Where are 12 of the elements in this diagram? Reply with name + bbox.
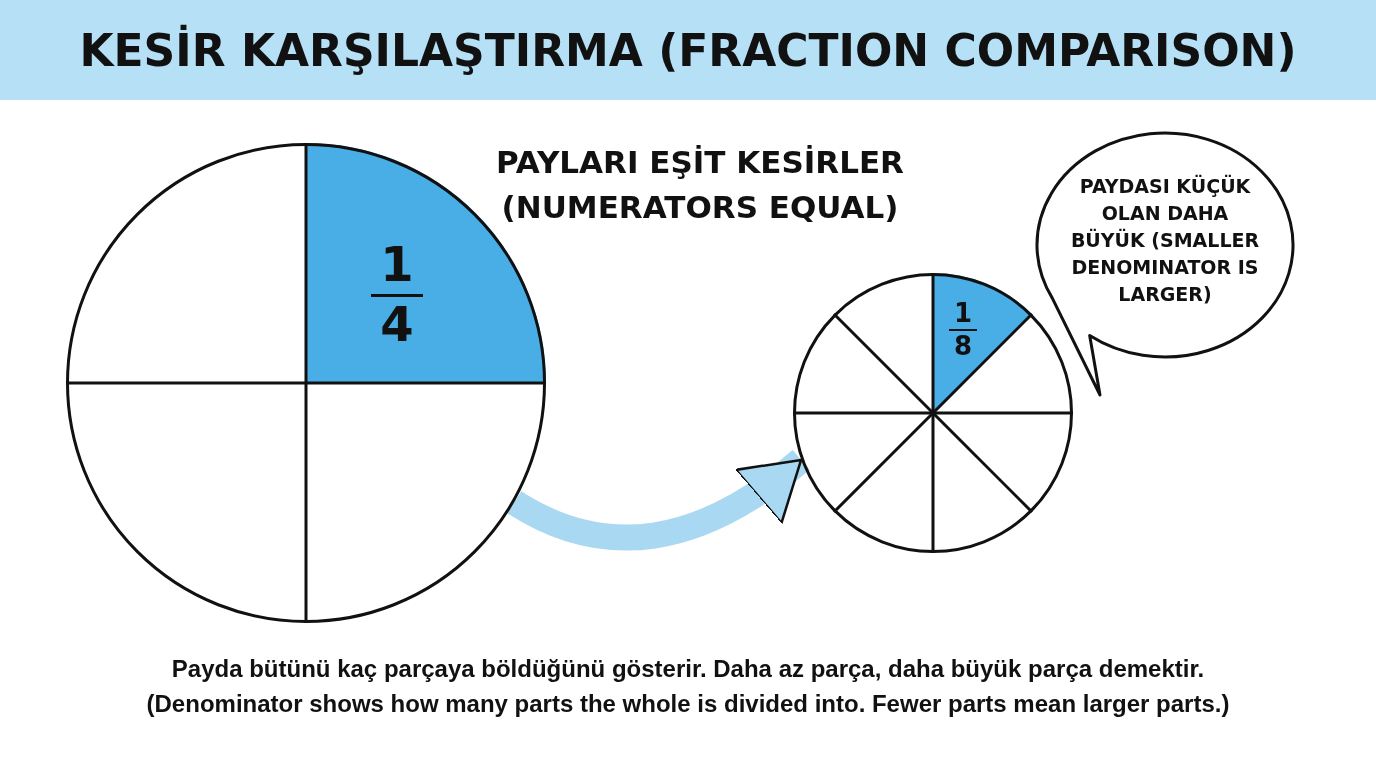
fraction-numerator: 1: [370, 240, 424, 297]
bubble-text: PAYDASI KÜÇÜK OLAN DAHA BÜYÜK (SMALLER DENOMINATOR IS LARGER): [1069, 173, 1261, 307]
fraction-denominator: 8: [952, 332, 974, 359]
title-banner: KESİR KARŞILAŞTIRMA (FRACTION COMPARISON): [0, 0, 1376, 100]
fraction-denominator: 4: [379, 300, 415, 348]
section-heading: PAYLARI EŞİT KESİRLER (NUMERATORS EQUAL): [495, 143, 905, 227]
explanation-text: Payda bütünü kaç parçaya böldüğünü gösterir. Daha az parça, daha büyük parça demektir.: [170, 655, 1206, 683]
fraction-numerator: 1: [948, 300, 978, 332]
fraction-circle: [793, 273, 1073, 553]
speech-bubble: [1037, 133, 1293, 395]
explanation-text: (Denominator shows how many parts the whole is divided into. Fewer parts mean larger parts.): [145, 690, 1231, 718]
curved-arrow: [507, 449, 810, 551]
